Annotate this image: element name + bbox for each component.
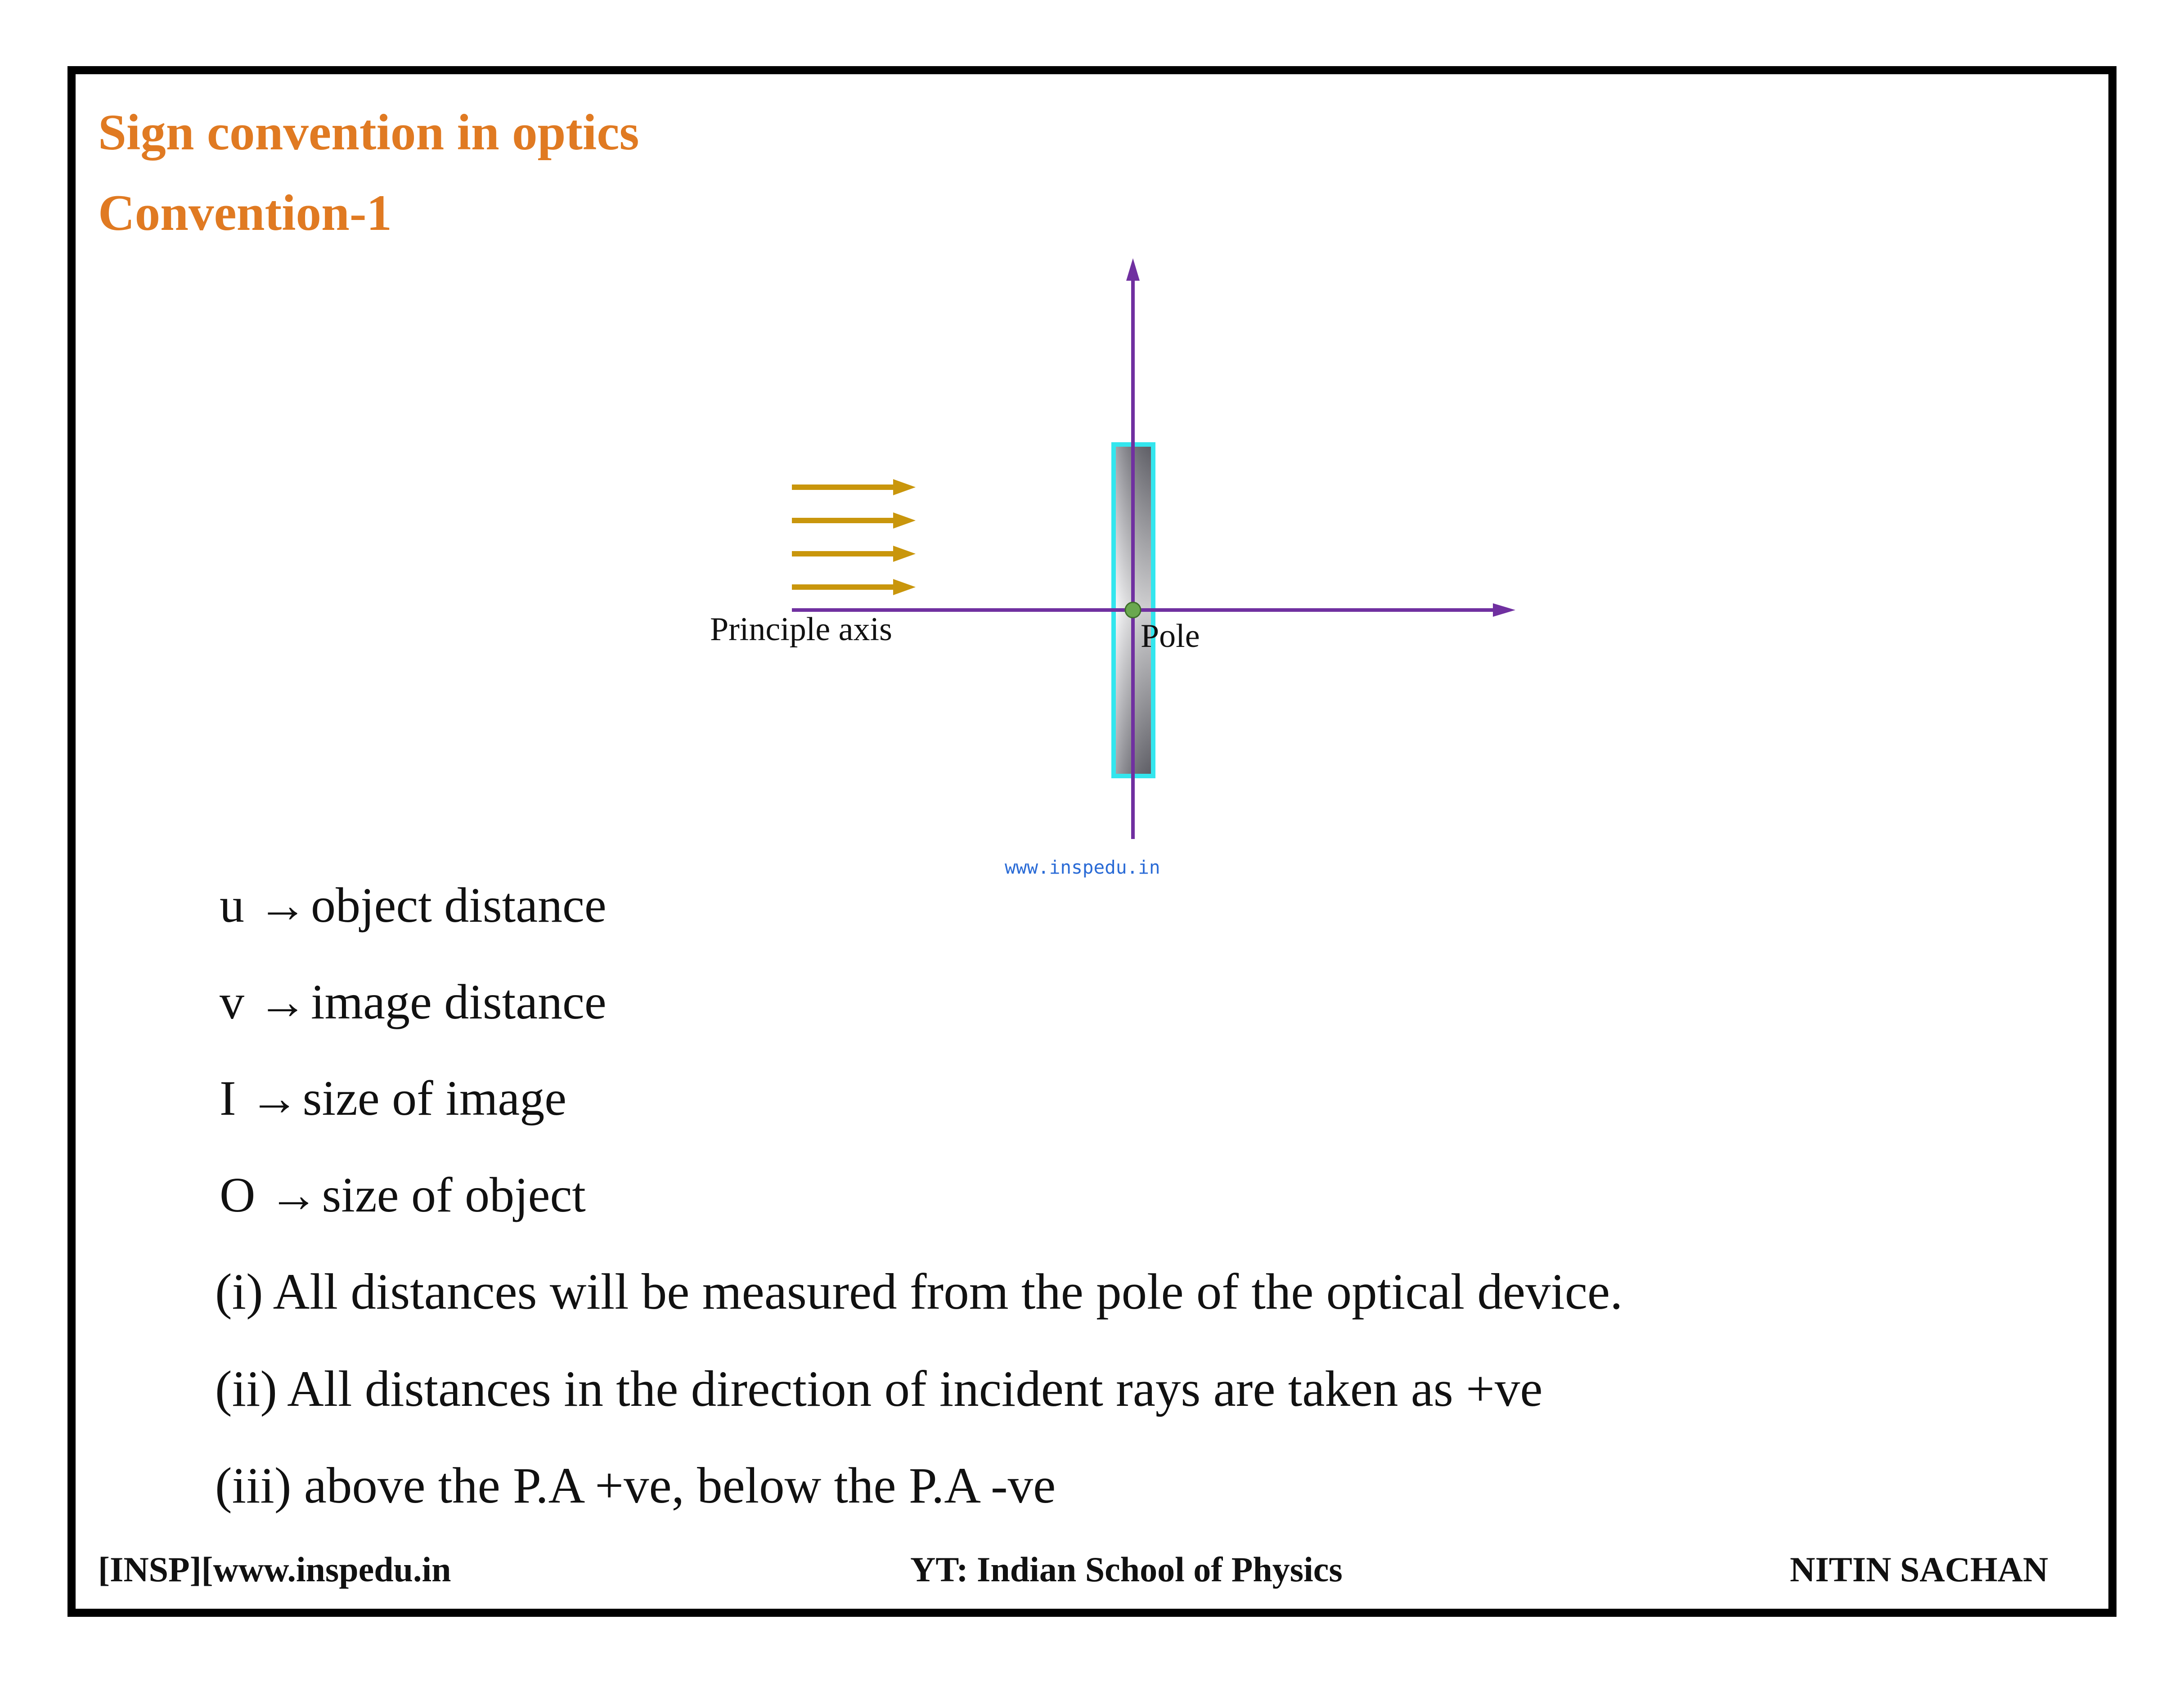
definition-symbol: u — [220, 878, 244, 933]
incident-ray-4 — [792, 579, 916, 595]
definition-symbol: O — [220, 1167, 256, 1222]
definition-text: size of image — [302, 1071, 567, 1126]
slide-subtitle: Convention-1 — [98, 185, 392, 241]
incident-ray-1 — [792, 479, 916, 495]
slide-frame — [67, 66, 2117, 1617]
incident-ray-3 — [792, 546, 916, 562]
definition-item: O→size of object — [220, 1170, 586, 1220]
incident-rays — [792, 479, 916, 595]
definition-item: v →image distance — [220, 977, 607, 1027]
slide-title: Sign convention in optics — [98, 104, 639, 161]
footer-author: NITIN SACHAN — [1790, 1550, 2049, 1589]
principle-axis-label: Principle axis — [710, 611, 892, 648]
right-arrow-icon: → — [269, 1167, 319, 1222]
definition-item: u →object distance — [220, 880, 607, 930]
pole-point — [1124, 601, 1141, 619]
incident-ray-2 — [792, 512, 916, 529]
definition-symbol: v — [220, 974, 244, 1029]
pole-label: Pole — [1141, 618, 1200, 655]
vertical-axis — [1126, 258, 1140, 839]
principal-axis — [792, 603, 1515, 617]
right-arrow-icon: → — [249, 1071, 299, 1126]
footer-website: [INSP][www.inspedu.in — [98, 1550, 451, 1589]
definition-symbol: I — [220, 1071, 236, 1126]
footer-channel: YT: Indian School of Physics — [910, 1550, 1343, 1589]
right-arrow-icon: → — [258, 974, 307, 1029]
right-arrow-icon: → — [258, 878, 307, 933]
rule-item: (ii) All distances in the direction of i… — [215, 1361, 1543, 1417]
definition-item: I→size of image — [220, 1073, 566, 1123]
rule-item: (iii) above the P.A +ve, below the P.A -… — [215, 1458, 1056, 1514]
rule-item: (i) All distances will be measured from … — [215, 1264, 1623, 1320]
definition-text: object distance — [311, 878, 607, 933]
definition-text: size of object — [322, 1167, 586, 1222]
diagram-watermark: www.inspedu.in — [1005, 857, 1160, 878]
definition-text: image distance — [311, 974, 607, 1029]
